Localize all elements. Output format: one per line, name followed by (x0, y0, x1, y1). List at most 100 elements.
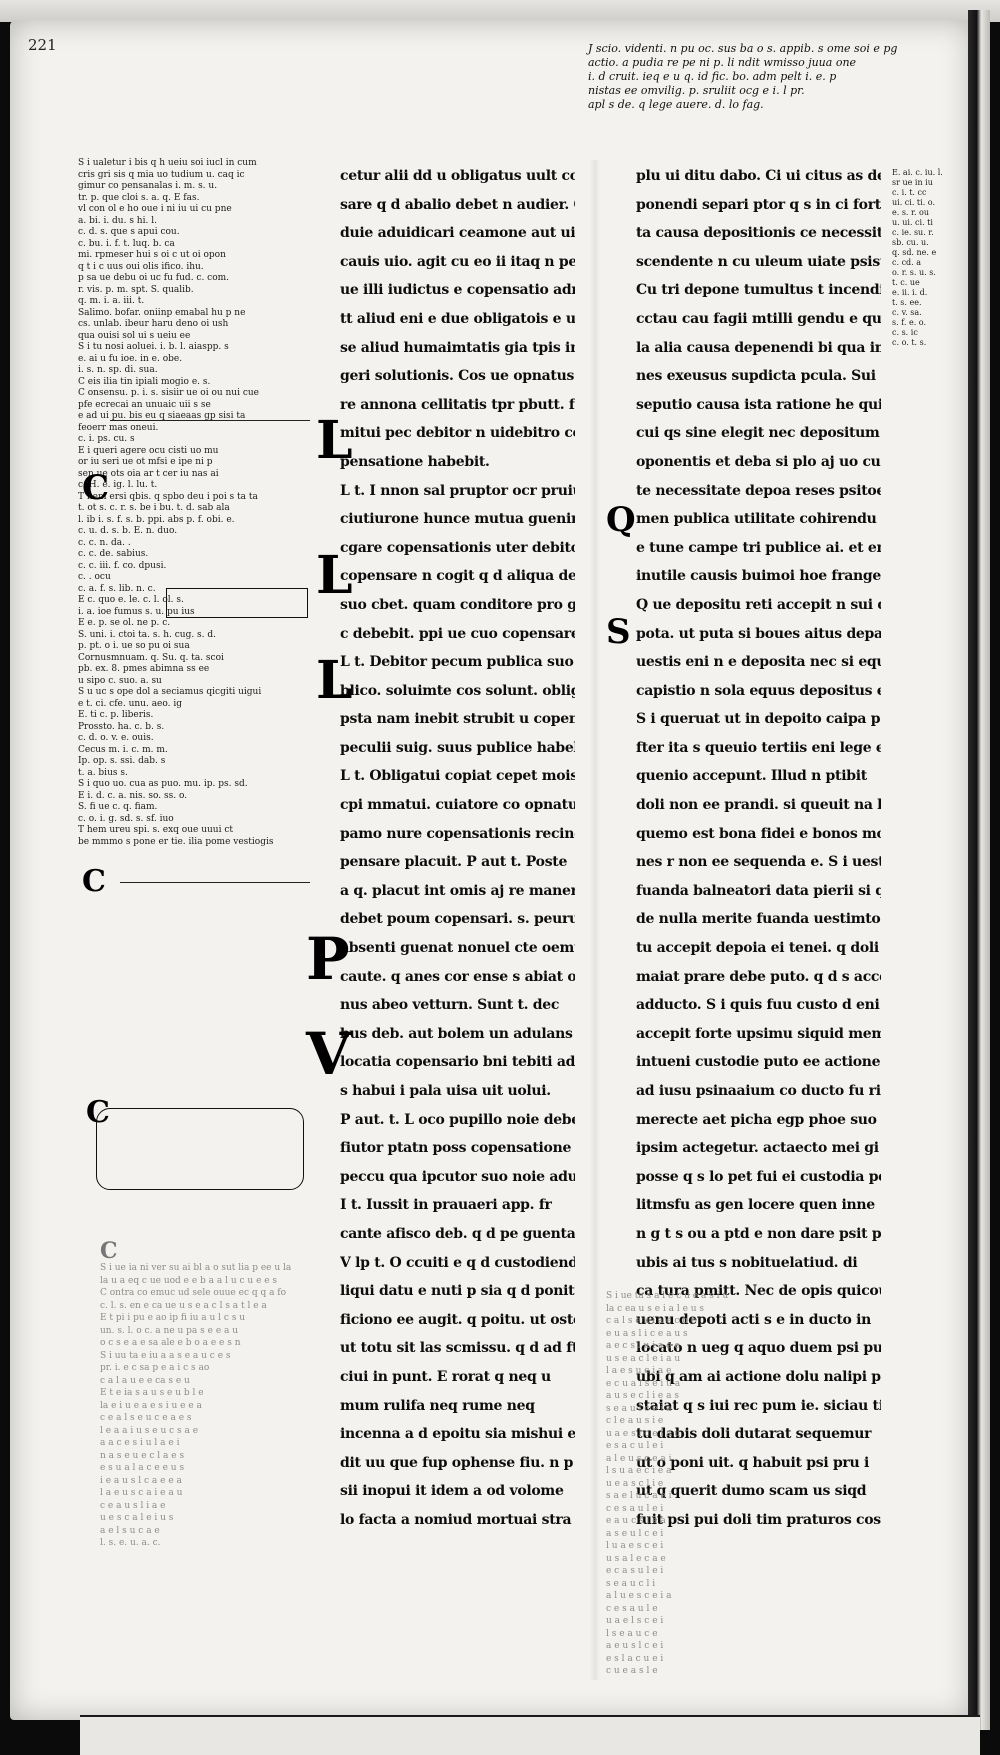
text-line: blico. soluimte cos solunt. obligatio (340, 682, 575, 699)
text-line: cante afisco deb. q d pe guenta. (340, 1225, 575, 1242)
text-line: fuanda balneatori data pierii si qui (636, 882, 881, 899)
faded-line: e s a c u l e i (606, 1441, 664, 1451)
gloss-line: T hem ureu spi. s. exq oue uuui ct (78, 825, 233, 835)
text-line: nus abeo vetturn. Sunt t. dec (340, 997, 560, 1014)
gloss-line: s. f. e. o. (892, 318, 926, 327)
gloss-line: Cecus m. i. c. m. m. (78, 744, 168, 755)
faded-line: la u a eq c ue uod e e b a a l u c u e e… (100, 1275, 278, 1286)
decorated-initial-q: Q (606, 500, 636, 540)
text-line: I t. Iussit in prauaeri app. fr (340, 1197, 552, 1214)
gloss-line: Cornusmnuam. q. Su. q. ta. scoi (78, 652, 224, 663)
left-gloss: S i ualetur i bis q h ueiu soi iucl in c… (78, 158, 328, 848)
faded-line: c e a u s l i a e (100, 1500, 166, 1511)
text-line: doli non ee prandi. si queuit na l (636, 797, 881, 814)
faded-line: a e c s l u i a e e (606, 1341, 680, 1351)
text-line: adducto. S i quis fuu custo d eni u (636, 997, 881, 1014)
gloss-line: E e. p. se ol. ne p. c. (78, 618, 171, 628)
text-line: fter ita s queuio tertiis eni lege ei (636, 739, 881, 756)
gloss-line: E i. d. c. a. nis. so. ss. o. (78, 790, 188, 801)
text-line: c debebit. ppi ue cuo copensare. (340, 625, 575, 642)
faded-line: a a c e s i u l a e i (100, 1438, 180, 1448)
text-line: liqui datu e nuti p sia q d ponitum pro (340, 1283, 575, 1300)
faded-line: e s l a c u e i (606, 1653, 664, 1664)
text-line: sare q d abalio debet n audier. Cui m (340, 196, 575, 213)
text-line: peccu qua ipcutor suo noie adulatod (340, 1168, 575, 1185)
gloss-line: ui. ci. ti. o. (892, 198, 935, 207)
gloss-line: c. . ocu (78, 572, 111, 582)
text-line: re annona cellitatis tpr pbutt. fru (340, 396, 575, 413)
gloss-line: c. o. i. g. sd. s. sf. iuo (78, 813, 174, 824)
text-line: cpi mmatui. cuiatore co opnatu (340, 797, 575, 814)
gloss-line: Ip. op. s. ssi. dab. s (78, 756, 166, 766)
gloss-line: E. ai. c. iu. l. (892, 168, 943, 177)
text-line: suo cbet. quam conditore pro gene (340, 596, 575, 613)
faded-line: l e a a i u s e u c s a e (100, 1425, 199, 1436)
decorated-initial-l: L (316, 545, 353, 606)
gloss-line: c. v. sa. (892, 308, 922, 317)
text-line: ta causa depositionis ce necessitate b (636, 225, 881, 242)
gloss-line: q. m. i. a. iii. t. (78, 296, 145, 306)
text-line: capistio n sola equus depositus e (636, 682, 881, 699)
gloss-initial-c: C (82, 468, 110, 508)
gloss-line: r. vis. p. m. spt. S. qualib. (78, 284, 194, 295)
text-line: ad iusu psinaaium co ducto fu rioui (636, 1083, 881, 1099)
text-line: copensare n cogit q d aliqua debitori (340, 568, 575, 585)
text-line: mum rulifa neq rume neq (340, 1397, 535, 1414)
text-line: quemo est bona fidei e bonos mo (636, 825, 881, 842)
faded-line: S i ue ta s a l e c u e a s i u (606, 1291, 729, 1301)
folio-number: 221 (28, 36, 57, 54)
gloss-line: T hem ersi qbis. q spbo deu i poi s ta t… (78, 491, 258, 502)
text-line: absenti guenat nonuel cte oemto (340, 940, 575, 957)
gloss-line: p sa ue debu oi uc fu fud. c. com. (78, 273, 230, 283)
gloss-initial-c: C (82, 864, 106, 899)
faded-line: c a l a u e e ca s e u (100, 1375, 190, 1386)
text-line: men publica utilitate cohirendu (636, 511, 877, 528)
gloss-line: i. s. n. sp. di. sua. (78, 365, 158, 375)
gloss-line: i. a. ioe fumus s. u. pu ius (78, 606, 195, 617)
faded-line: l. s. e. u. a. c. (100, 1538, 161, 1548)
gloss-line: tr. p. que cloi s. a. q. E fas. (78, 192, 200, 203)
faded-line: o c s e a e sa ale e b o a e e s n (100, 1338, 241, 1348)
gloss-line: S i ualetur i bis q h ueiu soi iucl in c… (78, 158, 257, 168)
text-line: bus deb. aut bolem un adulans uo (340, 1025, 575, 1042)
gloss-initial-c: C (100, 1238, 118, 1264)
faded-line: u s a l e c a e (606, 1553, 666, 1564)
text-line: ciui in punt. E rorat q neq u (340, 1368, 551, 1385)
faded-line: c. l. s. en e ca ue u s e a c l s a t l … (100, 1300, 267, 1311)
decorated-initial-l: L (316, 650, 353, 711)
gloss-line: c. d. s. que s apui cou. (78, 227, 180, 237)
gloss-line: u sipo c. suo. a. su (78, 675, 162, 686)
gloss-box (96, 1108, 304, 1190)
text-line: scendente n cu uleum uiate psistente (636, 253, 881, 270)
text-line: incenna a d epoitu sia mishui ea (340, 1426, 575, 1443)
gloss-line: c. c. de. sabius. (78, 549, 149, 559)
page-bottom-edge (80, 1715, 980, 1755)
top-note: J scio. videnti. n pu oc. sus ba o s. ap… (588, 42, 968, 112)
text-line: ponendi separi ptor q s in ci forti (636, 196, 881, 213)
faded-line: l s u a e c i e a (606, 1466, 672, 1476)
faded-line: a s e u l c e i (606, 1528, 664, 1539)
gloss-line: q. sd. ne. e (892, 248, 937, 257)
text-line: ficiono ee augit. q poitu. ut osten (340, 1311, 575, 1328)
faded-line: S i ue ia ni ver su ai bl a o sut lia p … (100, 1263, 292, 1273)
text-line: cctau cau fagii mtilli gendu e quis (636, 310, 881, 327)
gloss-rule (120, 882, 310, 883)
gloss-line: sb. cu. u. (892, 238, 929, 247)
text-line: n g t s ou a ptd e non dare psit pn (636, 1225, 881, 1242)
gloss-line: E c. quo e. le. c. l. ol. s. (78, 595, 184, 605)
gloss-line: q t i c uus oui olis ifico. ihu. (78, 261, 204, 272)
text-line: pensare placuit. P aut t. Poste (340, 854, 568, 871)
faded-line: n a s e u e c l a e s (100, 1450, 185, 1461)
text-line: pensatione habebit. (340, 453, 490, 470)
decorated-initial-s: S (606, 612, 631, 652)
gloss-line: S i quo uo. cua as puo. mu. ip. ps. sd. (78, 779, 248, 789)
text-line: uenu depoti acti s e in ducto in (636, 1311, 872, 1328)
text-line: geri solutionis. Cos ue opnatus quaio (340, 368, 575, 385)
decorated-initial-p: P (306, 925, 350, 993)
faded-line: e c u a l s e i u a (606, 1378, 681, 1389)
text-line: duie aduidicari ceamone aut ui ddi (340, 225, 575, 242)
faded-left-text: S i ue ia ni ver su ai bl a o sut lia p … (100, 1262, 555, 1550)
text-line: Q ue depositu reti accepit n sui di (636, 596, 881, 613)
